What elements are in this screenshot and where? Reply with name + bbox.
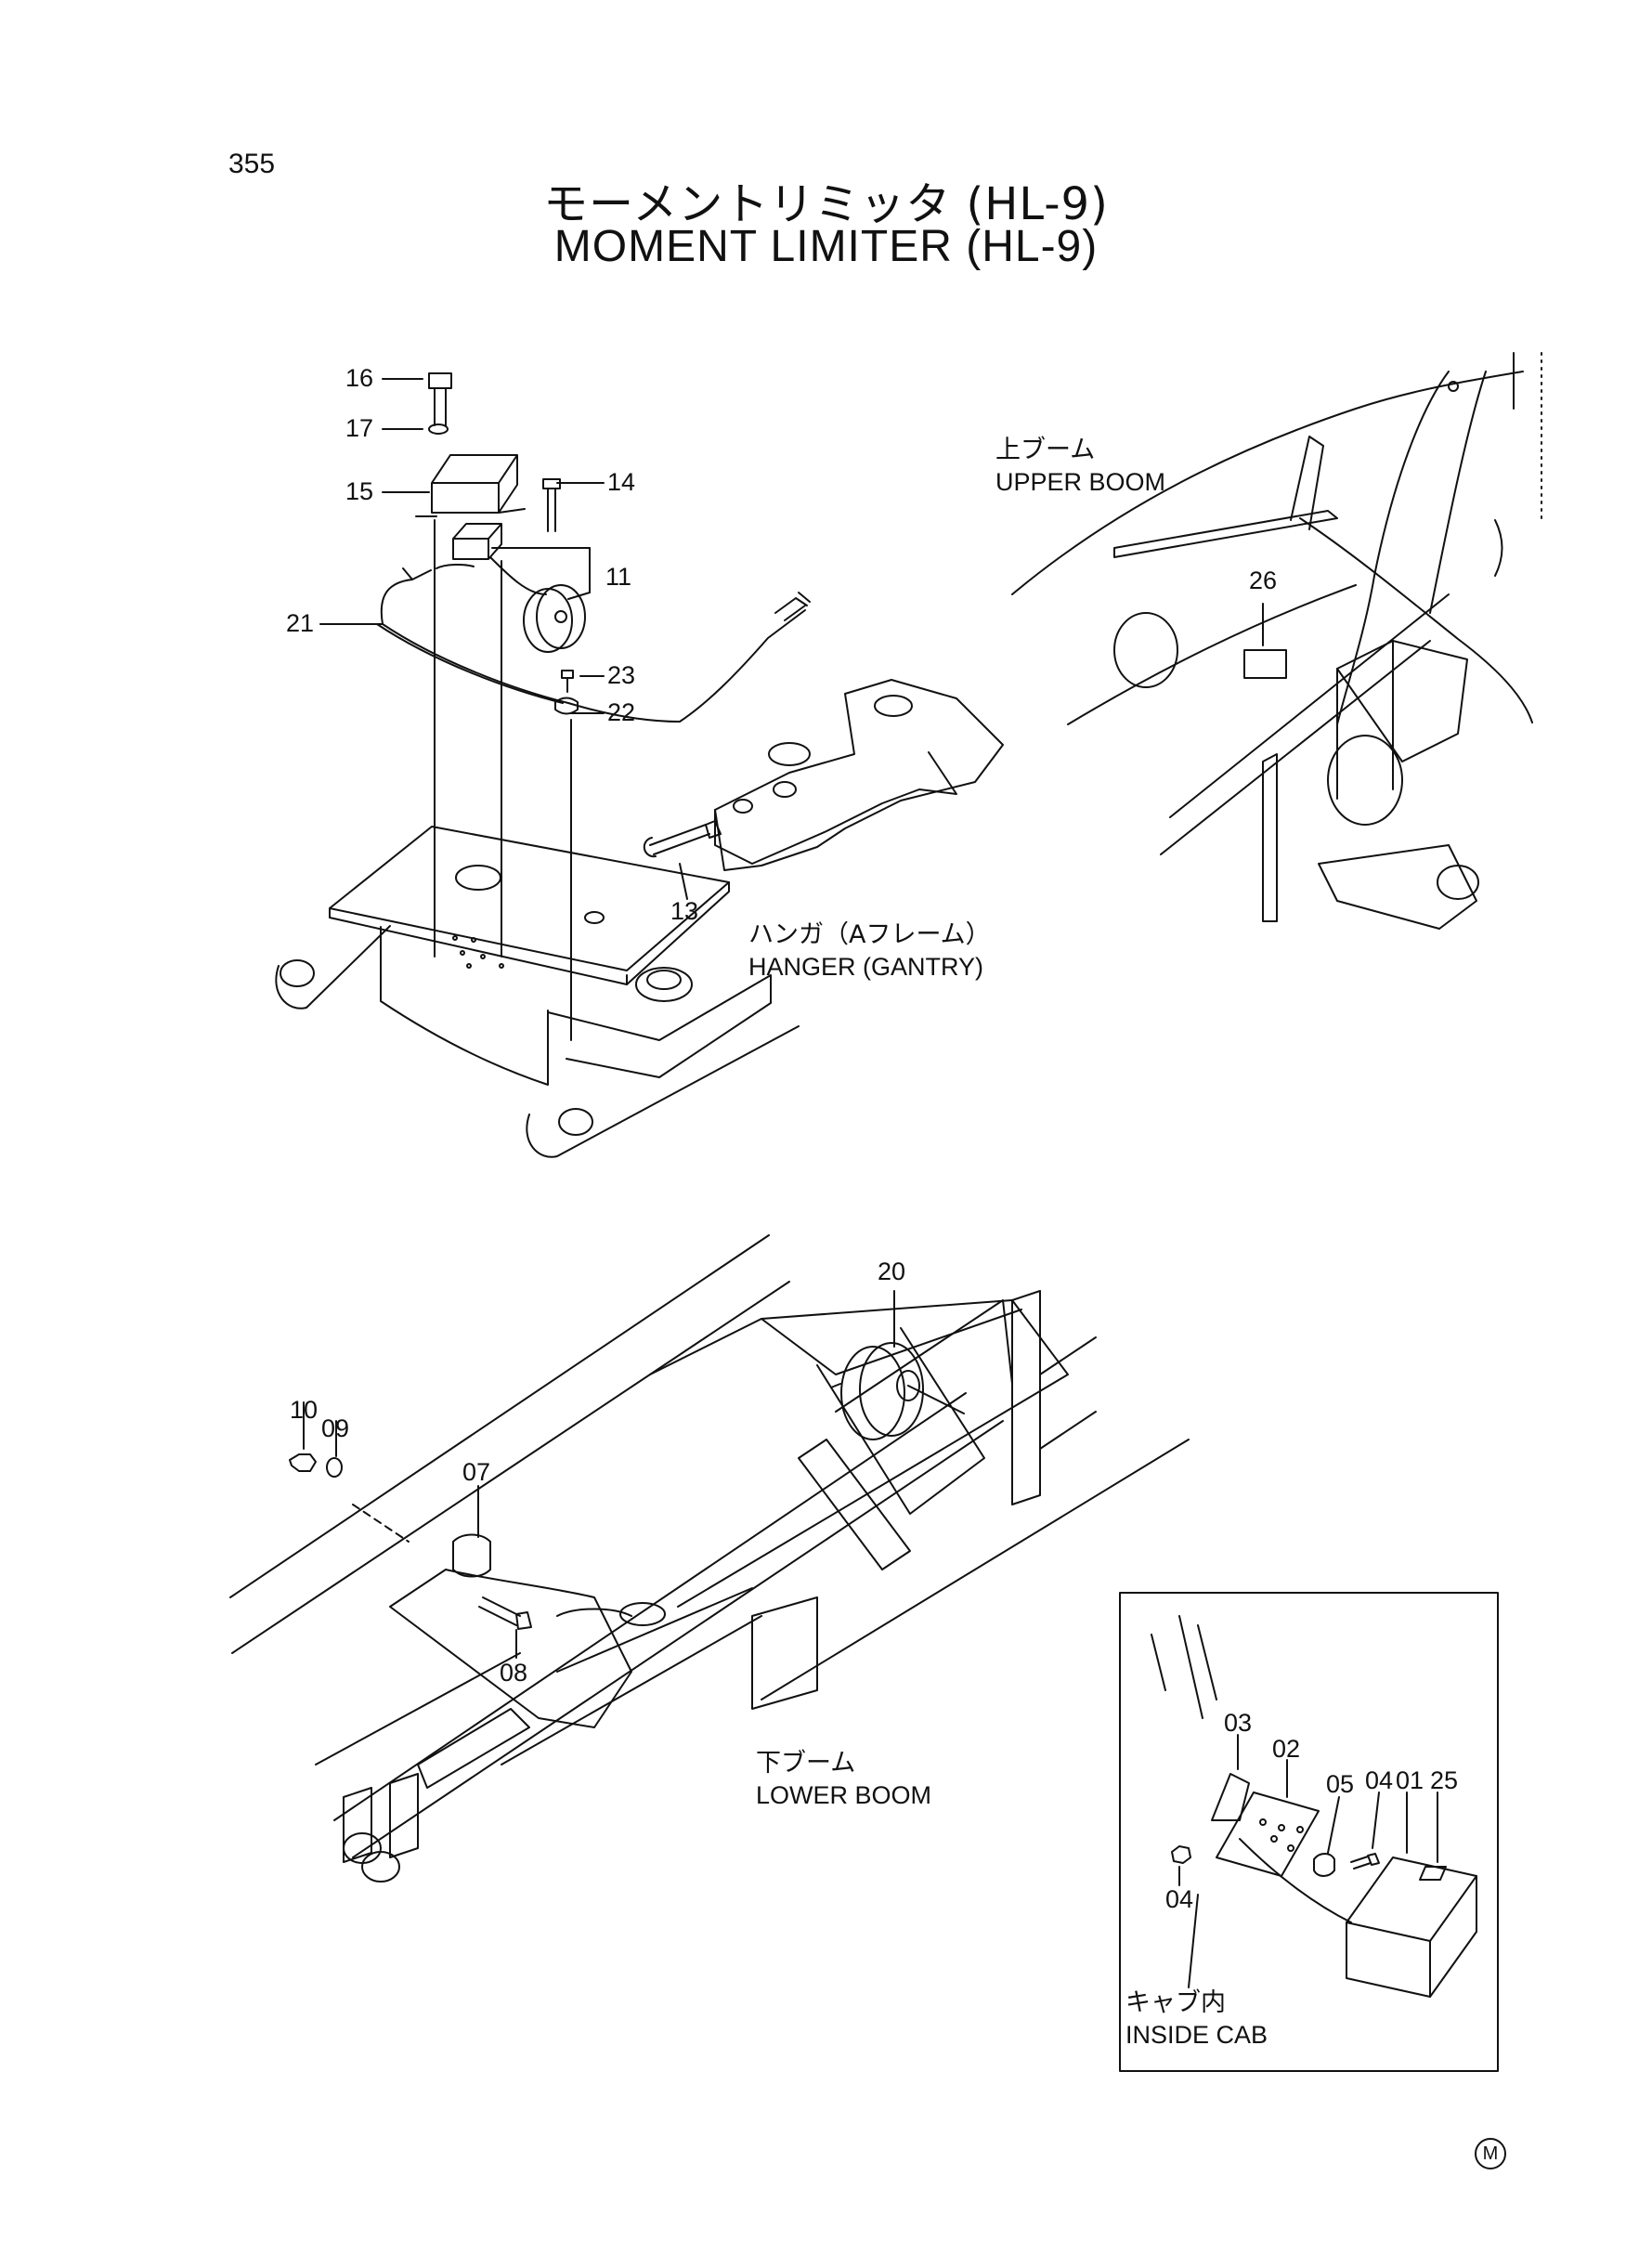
callout-04-right: 04: [1365, 1766, 1394, 1794]
inside-cab-inset: [1119, 1592, 1499, 2072]
callout-04-left: 04: [1165, 1885, 1194, 1913]
lower-boom-label-jp: 下ブーム: [756, 1749, 856, 1778]
hanger-label-en: HANGER (GANTRY): [748, 953, 984, 981]
callout-01: 01: [1396, 1766, 1424, 1794]
callout-07: 07: [462, 1458, 491, 1486]
callout-03: 03: [1224, 1709, 1253, 1737]
title-english: MOMENT LIMITER (HL-9): [553, 222, 1099, 271]
m-mark: M: [1475, 2138, 1506, 2169]
callout-21: 21: [286, 609, 315, 637]
lower-boom-view: [229, 1234, 1190, 1883]
callout-15: 15: [345, 477, 374, 505]
callout-09: 09: [321, 1414, 350, 1442]
callout-05: 05: [1326, 1770, 1355, 1798]
callout-14: 14: [607, 468, 636, 496]
callout-20: 20: [878, 1257, 906, 1285]
upper-boom-label: 上ブーム UPPER BOOM: [995, 435, 1165, 498]
upper-boom-view: [1011, 352, 1533, 930]
hanger-assembly: [275, 372, 1004, 1158]
callout-13: 13: [670, 897, 699, 925]
callout-16: 16: [345, 364, 374, 392]
lower-boom-label-en: LOWER BOOM: [756, 1781, 932, 1809]
callout-02: 02: [1272, 1735, 1301, 1763]
callout-25: 25: [1430, 1766, 1459, 1794]
upper-boom-label-en: UPPER BOOM: [995, 468, 1166, 496]
callout-17: 17: [345, 414, 374, 442]
inside-cab-label-en: INSIDE CAB: [1125, 2021, 1268, 2049]
callout-22: 22: [607, 698, 636, 726]
hanger-label-jp: ハンガ（Aフレーム）: [748, 920, 991, 949]
callout-08: 08: [500, 1659, 528, 1687]
title-japanese: モーメントリミッタ (HL-9): [543, 178, 1109, 230]
upper-boom-label-jp: 上ブーム: [995, 436, 1096, 464]
callout-23: 23: [607, 661, 636, 689]
callout-11: 11: [605, 563, 632, 591]
hanger-label: ハンガ（Aフレーム） HANGER (GANTRY): [748, 919, 991, 983]
inside-cab-label: キャブ内 INSIDE CAB: [1125, 1987, 1268, 2051]
callout-26: 26: [1249, 567, 1278, 594]
inside-cab-label-jp: キャブ内: [1125, 1988, 1226, 2017]
lower-boom-label: 下ブーム LOWER BOOM: [756, 1748, 931, 1811]
page-number: 355: [228, 149, 276, 179]
callout-10: 10: [290, 1396, 319, 1424]
